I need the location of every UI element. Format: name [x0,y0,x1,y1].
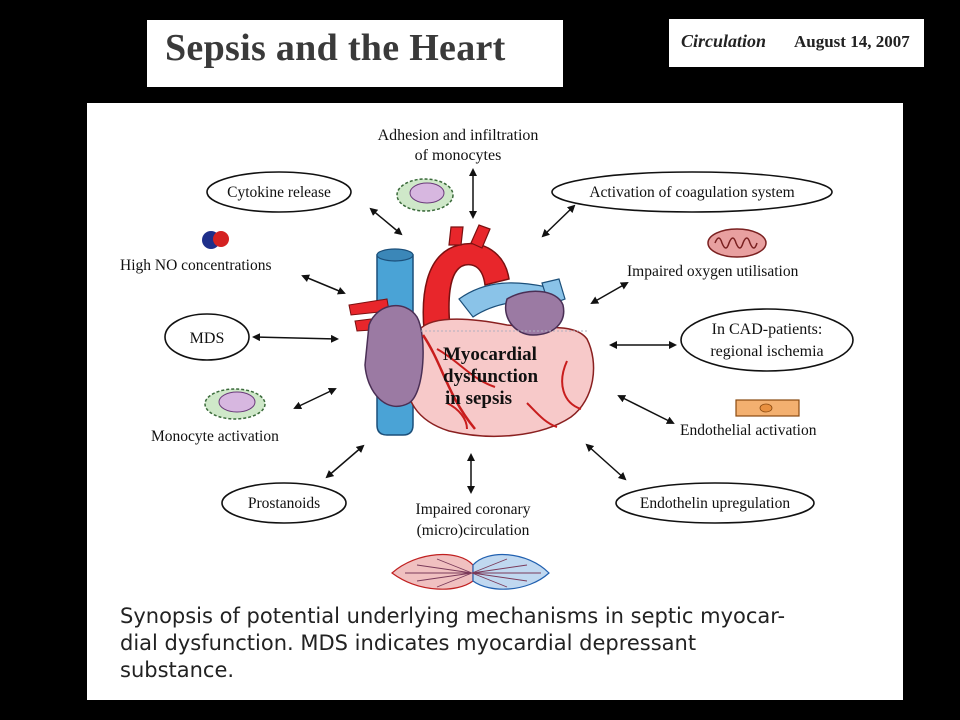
caption-line-1: Synopsis of potential underlying mechani… [120,604,786,628]
mitochondrion-icon [707,228,767,258]
no-molecule-icon [202,231,229,249]
arrow-coagulation [541,204,576,238]
cad-oval [680,308,854,372]
center-label-line1: Myocardial [443,344,537,365]
cad-label-line1: In CAD-patients: [712,321,823,338]
journal-citation-box: Circulation August 14, 2007 [669,19,924,67]
endothelial-cell-icon [735,399,800,417]
center-label-line2: dysfunction [443,366,538,387]
arrow-prostanoids [325,444,365,479]
journal-name: Circulation [681,31,767,51]
arrow-monocyte-activation [293,387,337,410]
monocyte-activation-label: Monocyte activation [151,428,279,445]
arrow-high-no [301,274,346,295]
high-no-label: High NO concentrations [120,257,272,274]
cytokine-oval [206,171,352,213]
prostanoids-oval [221,482,347,524]
caption-line-3: substance. [120,658,235,682]
adhesion-label-line1: Adhesion and infiltration [378,127,539,144]
arrow-oxygen [590,282,629,304]
journal-date: August 14, 2007 [794,32,910,51]
monocyte-cell-icon [396,178,454,212]
arrow-mds [252,333,339,343]
prostanoids-label: Prostanoids [248,495,320,512]
slide-title: Sepsis and the Heart [165,27,506,69]
coagulation-oval [551,171,833,213]
coronary-label-line2: (micro)circulation [417,522,530,539]
title-banner: Sepsis and the Heart [147,20,563,87]
microcirculation-icon [391,553,550,590]
oxygen-label: Impaired oxygen utilisation [627,263,799,280]
heart-illustration: Myocardial dysfunction in sepsis [348,224,595,438]
arrow-cytokine [369,207,403,236]
figure-panel: Myocardial dysfunction in sepsis Adhesio… [87,103,903,700]
mds-label: MDS [190,330,225,347]
arrow-endothelin [585,443,627,481]
endothelin-label: Endothelin upregulation [640,495,790,512]
endothelin-oval [615,482,815,524]
figure-caption: Synopsis of potential underlying mechani… [120,603,880,684]
adhesion-label-line2: of monocytes [415,147,502,164]
mechanism-diagram: Myocardial dysfunction in sepsis Adhesio… [120,127,854,590]
center-label-line3: in sepsis [445,388,512,409]
coronary-label-line1: Impaired coronary [416,501,531,518]
cad-label-line2: regional ischemia [710,343,823,360]
activated-monocyte-icon [204,388,266,420]
coagulation-label: Activation of coagulation system [589,184,794,201]
mds-oval [164,313,250,361]
endothelial-label: Endothelial activation [680,422,817,439]
cytokine-label: Cytokine release [227,184,331,201]
caption-line-2: dial dysfunction. MDS indicates myocardi… [120,631,697,655]
arrow-endothelial [617,395,675,424]
